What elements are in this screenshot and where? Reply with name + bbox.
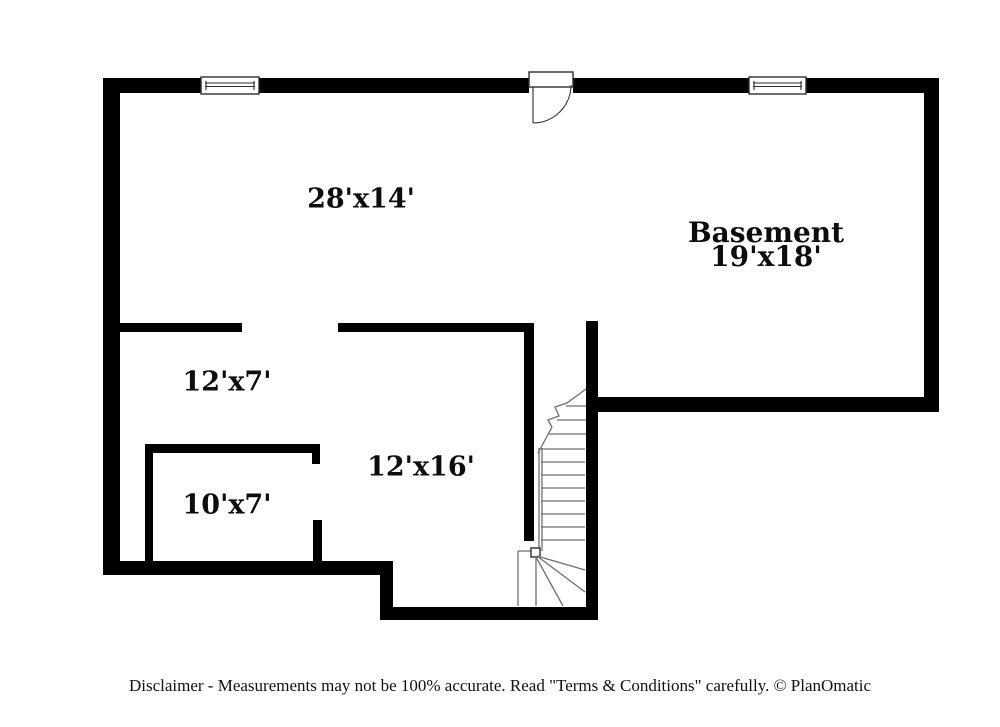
wall-stairwell-right bbox=[586, 321, 598, 620]
door-swing-icon bbox=[528, 71, 574, 124]
wall-right bbox=[924, 78, 939, 412]
basement-name: Basement bbox=[687, 216, 845, 249]
wall-top bbox=[103, 78, 939, 93]
wall-bottom-left bbox=[103, 561, 393, 575]
stairs-icon bbox=[517, 388, 587, 607]
wall-bottom-middle bbox=[380, 607, 598, 620]
wall-room10-top bbox=[145, 444, 320, 453]
wall-room10-doorjamb-lower bbox=[313, 520, 322, 561]
room-label-10x7: 10'x7' bbox=[182, 489, 272, 521]
room-label-12x16: 12'x16' bbox=[367, 451, 475, 483]
room-label-12x7: 12'x7' bbox=[182, 366, 272, 398]
wall-interior-left-segment bbox=[120, 323, 242, 332]
wall-step-down bbox=[380, 561, 393, 620]
room-label-basement: Basement 19'x18' bbox=[687, 216, 845, 273]
wall-room10-doorjamb-upper bbox=[312, 453, 320, 464]
wall-basement-bottom bbox=[598, 397, 939, 412]
window-icon bbox=[200, 76, 260, 95]
window-icon bbox=[748, 76, 807, 95]
wall-stairwell-left bbox=[524, 332, 534, 541]
wall-left bbox=[103, 78, 120, 575]
disclaimer-text: Disclaimer - Measurements may not be 100… bbox=[128, 676, 872, 695]
basement-dims: 19'x18' bbox=[710, 240, 822, 273]
wall-interior-right-segment bbox=[338, 323, 534, 332]
wall-room10-left bbox=[145, 453, 153, 561]
room-label-28x14: 28'x14' bbox=[307, 183, 415, 215]
